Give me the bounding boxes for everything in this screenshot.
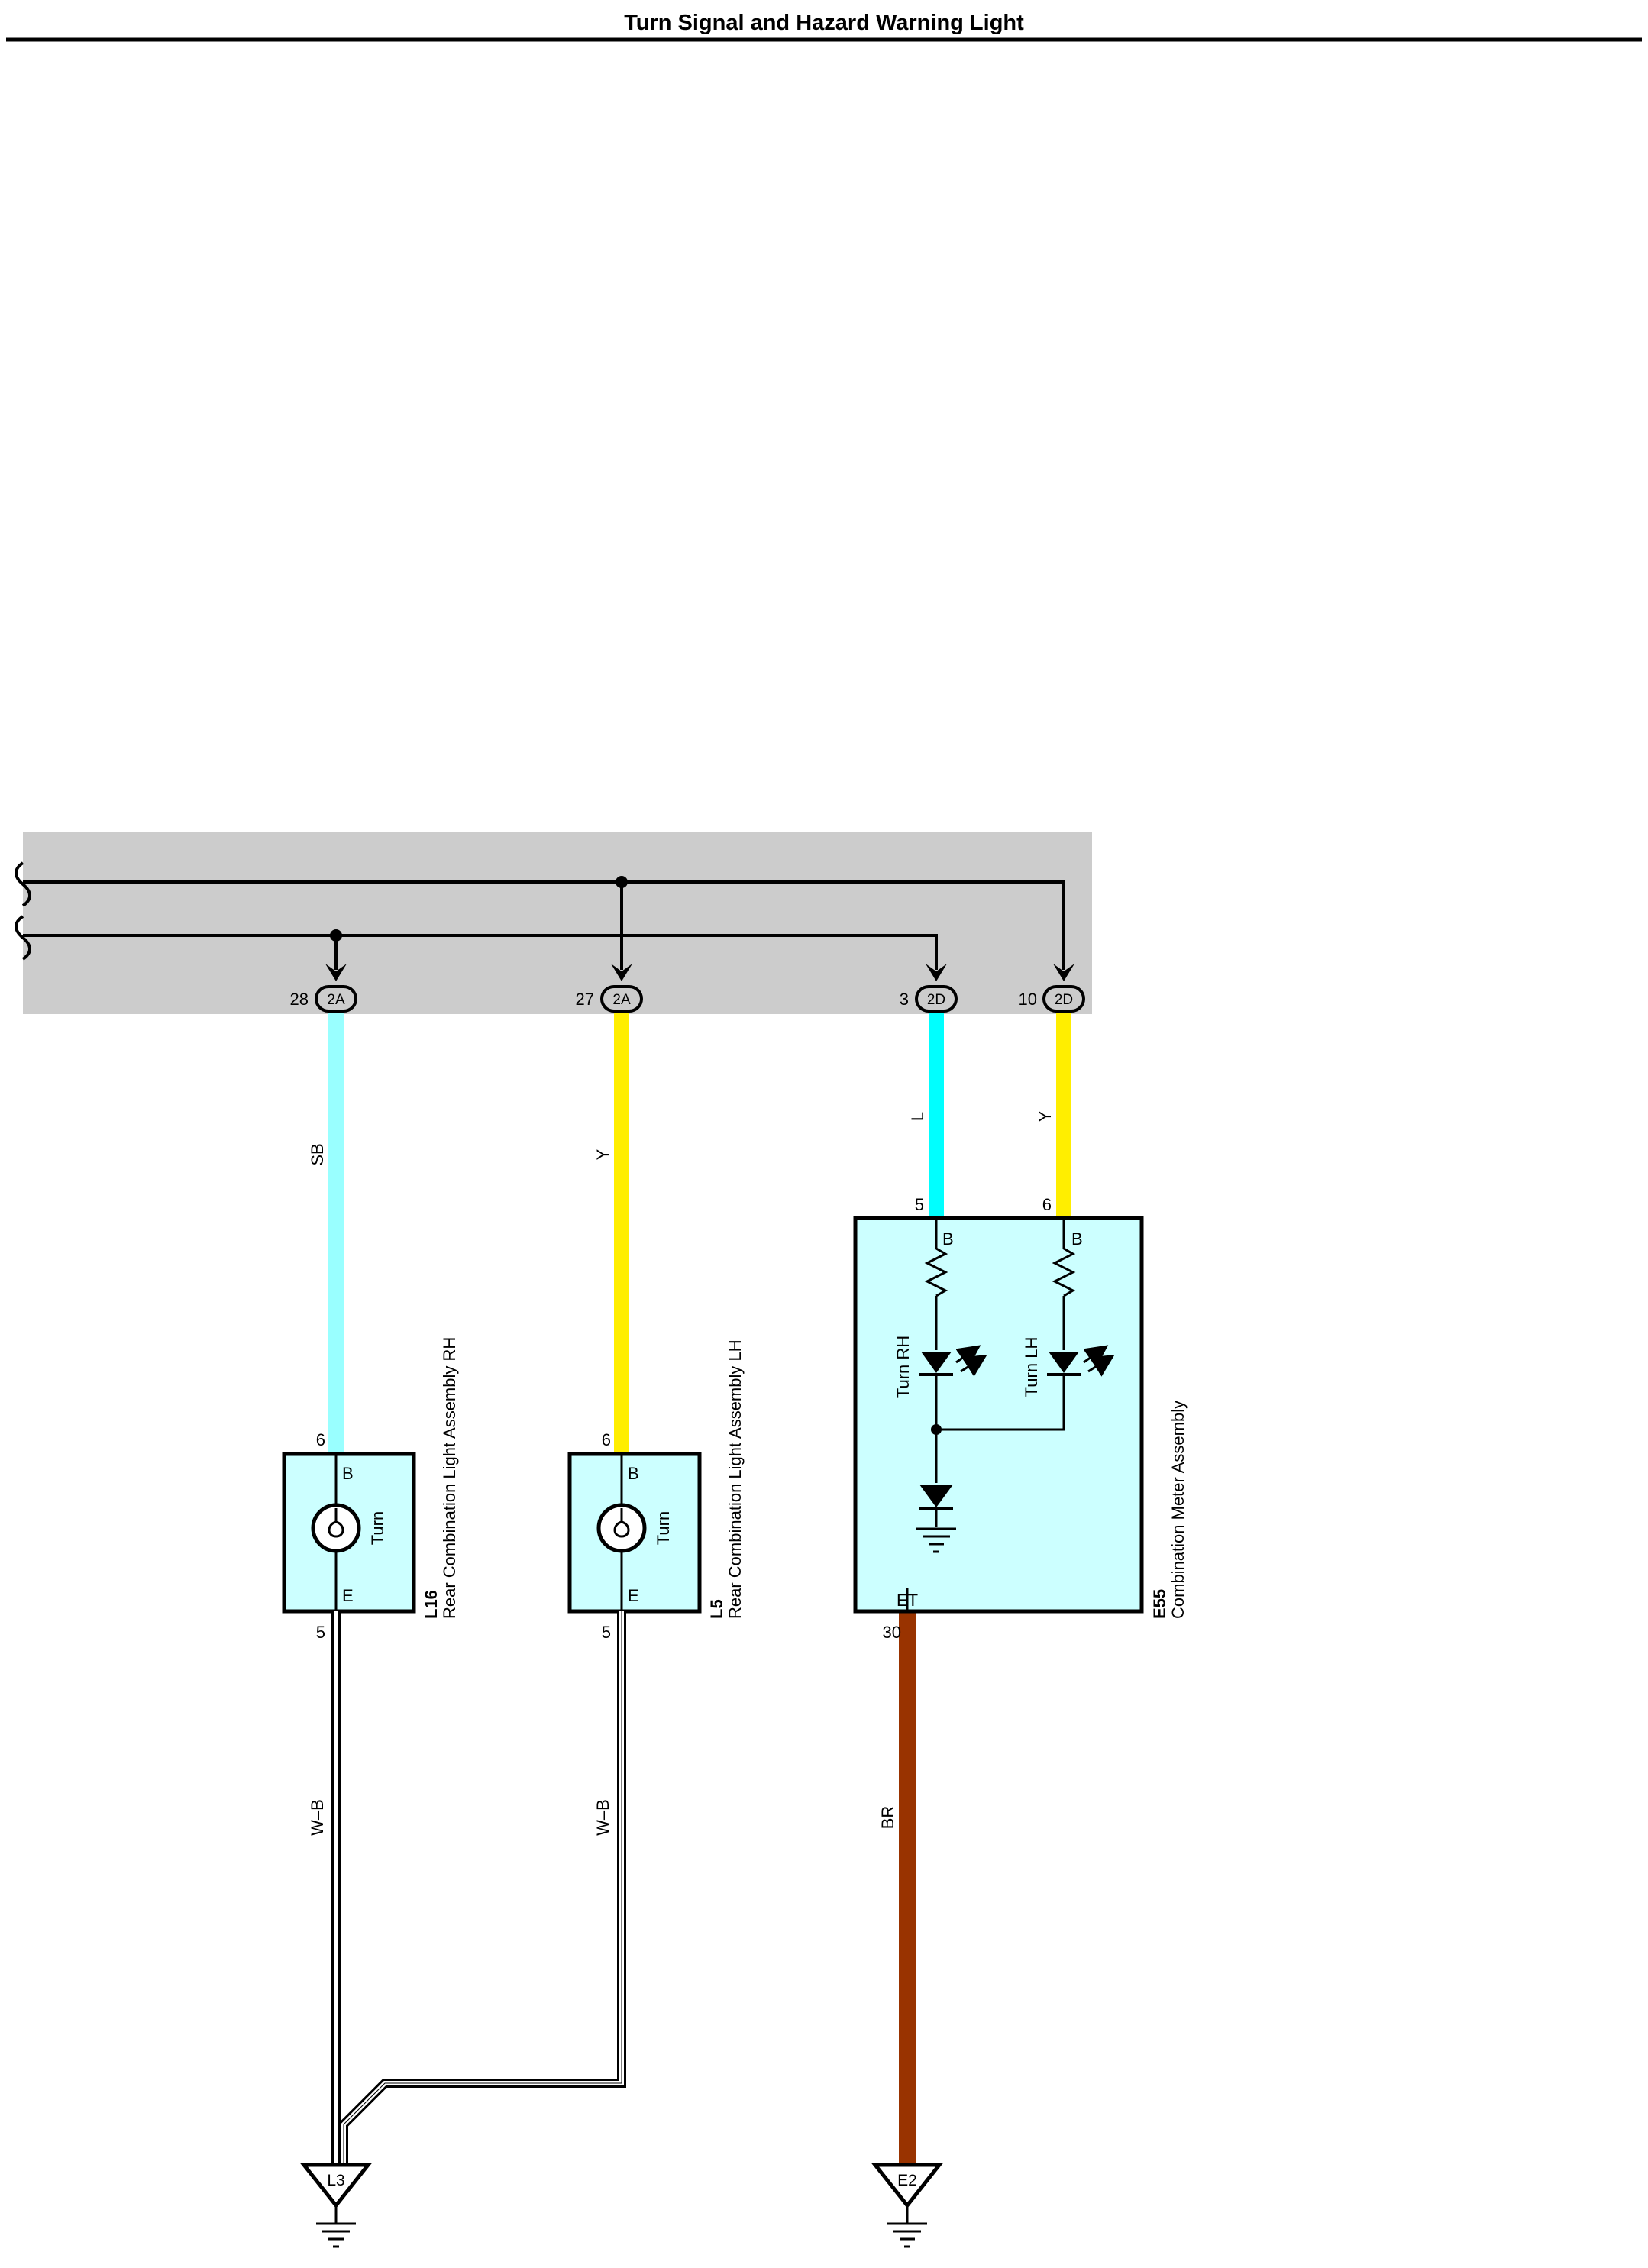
terminal-bottom: E	[628, 1586, 639, 1605]
led-lh-label: Turn LH	[1022, 1337, 1041, 1397]
bus-lines	[23, 880, 1065, 970]
ground-l3: L3	[299, 2163, 373, 2248]
pin-bottom: 5	[602, 1623, 611, 1642]
component-code: L16	[422, 1590, 441, 1619]
connector-pin: 3	[900, 990, 909, 1009]
ground-symbol-icon	[916, 1527, 956, 1553]
junction-dot	[616, 876, 628, 888]
component-name: Rear Combination Light Assembly RH	[440, 1337, 459, 1619]
diode-icon	[919, 1485, 953, 1510]
ground-triangle-icon	[299, 2163, 373, 2209]
connector-pin: 28	[290, 990, 309, 1009]
wire-label-wb-left: W–B	[308, 1799, 327, 1836]
terminal-left: B	[942, 1229, 954, 1249]
wire-label-l: L	[908, 1112, 927, 1121]
connector-3-2D: 3 2D	[900, 985, 958, 1013]
ground-triangle-icon	[871, 2163, 944, 2209]
led-lh-icon	[1047, 1345, 1115, 1377]
component-name: Rear Combination Light Assembly LH	[725, 1339, 745, 1619]
pin-top: 6	[316, 1430, 325, 1449]
connector-27-2A: 27 2A	[576, 985, 643, 1013]
wire-break-symbol	[15, 861, 31, 961]
junction-dot	[931, 1424, 942, 1435]
wire-y-left	[614, 1013, 629, 1452]
wire-label-wb-right: W–B	[593, 1799, 612, 1836]
wire-sb	[328, 1013, 344, 1452]
terminal-right: B	[1071, 1229, 1083, 1249]
pin-bottom: 5	[316, 1623, 325, 1642]
terminal-ground: ET	[897, 1591, 918, 1610]
led-rh-label: Turn RH	[893, 1336, 913, 1398]
component-l16: 6 B Turn E 5 L16 Rear Combination Light …	[282, 1337, 459, 1642]
connector-code: 2D	[927, 992, 945, 1008]
ground-symbol-icon	[887, 2205, 927, 2248]
connector-code: 2D	[1055, 992, 1073, 1008]
lamp-bulb-icon	[311, 1503, 361, 1553]
component-code: L5	[707, 1599, 726, 1619]
component-name: Combination Meter Assembly	[1168, 1401, 1188, 1619]
connector-10-2D: 10 2D	[1019, 985, 1085, 1013]
wire-label-sb: SB	[308, 1143, 327, 1165]
terminal-top: B	[628, 1464, 639, 1483]
continuation-panel	[23, 832, 1092, 1014]
wire-br	[899, 1613, 916, 2163]
connector-oval	[600, 985, 643, 1013]
pin-right: 6	[1042, 1195, 1052, 1214]
pin-ground: 30	[883, 1623, 901, 1642]
connector-arrows	[325, 964, 1074, 981]
connector-28-2A: 28 2A	[290, 985, 357, 1013]
ground-label: L3	[327, 2172, 344, 2189]
connector-code: 2A	[327, 992, 345, 1008]
connector-oval	[915, 985, 958, 1013]
connector-oval	[315, 985, 357, 1013]
lamp-label: Turn	[368, 1511, 387, 1545]
wire-wb-right	[339, 1611, 626, 2165]
wire-label-br: BR	[878, 1806, 897, 1830]
component-box	[853, 1216, 1144, 1614]
wire-y-right	[1056, 1013, 1071, 1216]
connector-code: 2A	[612, 992, 631, 1008]
led-rh-icon	[919, 1345, 987, 1377]
component-code: E55	[1150, 1589, 1169, 1619]
terminal-bottom: E	[342, 1586, 354, 1605]
wire-label-y-left: Y	[593, 1149, 612, 1160]
terminal-top: B	[342, 1464, 354, 1483]
connector-pin: 27	[576, 990, 594, 1009]
pin-left: 5	[915, 1195, 924, 1214]
lamp-label: Turn	[654, 1511, 673, 1545]
ground-label: E2	[897, 2172, 917, 2189]
junction-dot	[330, 929, 342, 942]
connector-oval	[1042, 985, 1085, 1013]
wire-label-y-right: Y	[1036, 1110, 1055, 1122]
ground-e2: E2	[871, 2163, 944, 2248]
wire-l	[929, 1013, 944, 1216]
connector-pin: 10	[1019, 990, 1037, 1009]
resistor-rh	[924, 1247, 948, 1297]
pin-top: 6	[602, 1430, 611, 1449]
ground-symbol-icon	[316, 2205, 356, 2248]
component-e55: 5 6 B B Turn	[853, 1195, 1188, 1642]
resistor-lh	[1052, 1247, 1076, 1297]
lamp-bulb-icon	[596, 1503, 647, 1553]
diagram-title: Turn Signal and Hazard Warning Light	[624, 11, 1024, 35]
component-l5: 6 B Turn E 5 L5 Rear Combination Light A…	[567, 1339, 745, 1642]
